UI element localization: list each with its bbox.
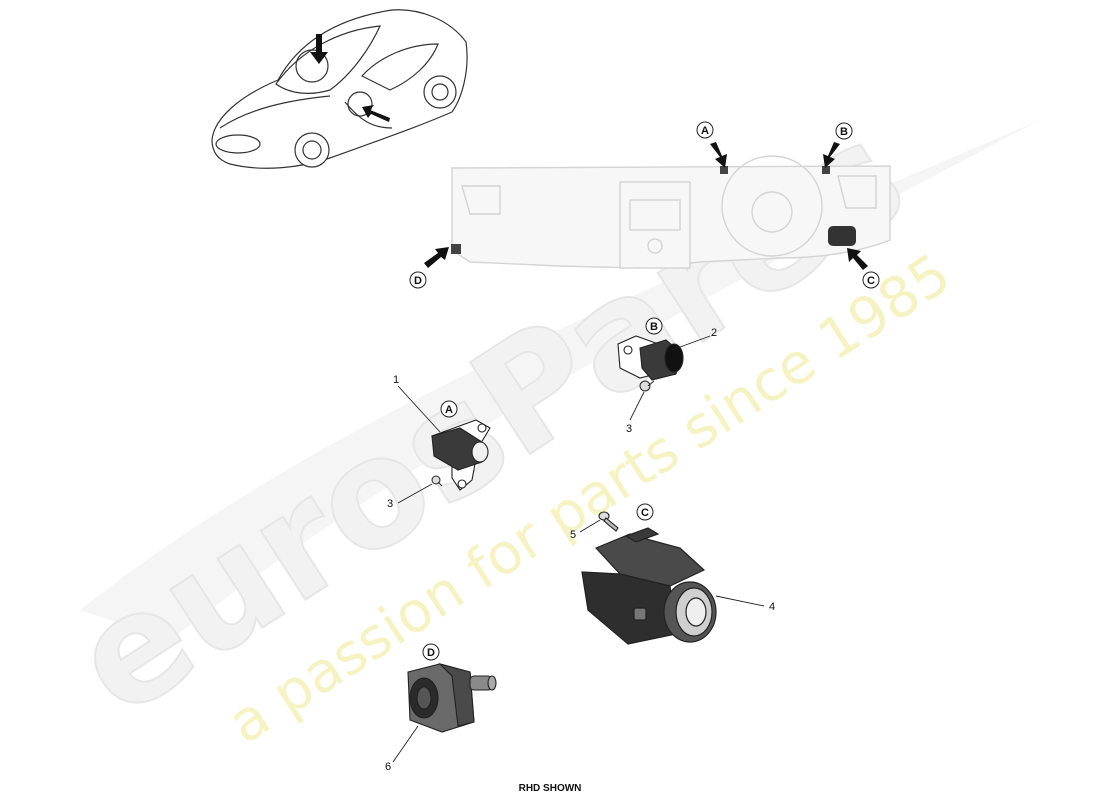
marker-b-part-label: B [650,321,658,333]
part-3b-screw [639,380,655,392]
leader-4 [715,595,765,607]
dashboard-right-vent [837,175,877,209]
car-bonnet-line [219,95,331,129]
part-2-switch-bracket [617,335,684,381]
marker-c-part-label: C [641,507,649,519]
marker-c-part: C [636,503,654,521]
part-6-face-inner [416,686,432,710]
car-grille [215,134,261,154]
marker-d-top: D [409,271,427,289]
marker-b-top-label: B [840,126,848,138]
car-overview [211,9,468,169]
marker-a-top: A [696,121,714,139]
marker-b-part: B [645,317,663,335]
part-4-connector [624,527,660,543]
marker-d-top-label: D [414,275,422,287]
steering-wheel-ghost [721,155,823,257]
dashboard-switch-a [720,166,728,174]
marker-c-top-label: C [867,275,875,287]
callout-5: 5 [570,529,576,541]
car-side-window [361,43,439,91]
arrow-a-icon [710,142,727,168]
leader-3b [629,391,645,421]
dashboard-arrows [424,142,868,270]
part-2-bracket-hole [623,345,633,355]
part-6-shaft-end [487,675,497,691]
part-3b-screw-shank [647,380,655,387]
part-3a-screw-shank [437,481,443,487]
part-1-bracket-hole-top [477,423,487,433]
dashboard-switch-b [822,166,830,174]
car-door-switch-zone [347,91,373,117]
part-4-knob-centre [685,597,707,627]
dashboard-ghost [451,155,891,269]
marker-a-top-label: A [701,125,709,137]
callout-6: 6 [385,761,391,773]
callout-numbers: 1 2 3 3 4 5 6 [385,327,775,773]
marker-b-top: B [835,122,853,140]
diagram-caption: RHD SHOWN [518,783,582,794]
leader-3a [397,483,433,504]
arrow-d-icon [424,247,449,268]
dashboard-view-markers: A B C D [409,121,880,289]
arrow-c-icon [847,248,868,270]
arrow-down-icon [310,34,328,64]
car-front-hub [302,140,322,160]
marker-a-part: A [440,400,458,418]
part-6-switch-module [407,662,497,733]
callout-1: 1 [393,374,399,386]
marker-c-top: C [862,271,880,289]
part-2-switch-cap [664,343,684,373]
marker-d-part: D [422,643,440,661]
steering-wheel-hub [751,191,793,233]
dashboard-console-knob [647,238,663,254]
arrow-left-icon [362,105,390,122]
watermark-swoosh [80,120,1040,640]
part-5-screw-shank [603,517,619,532]
car-arrows [310,34,390,122]
part-1-switch-bracket [431,419,491,491]
car-interior-switch-zone [295,49,329,83]
callout-3-lower: 3 [387,498,393,510]
part-1-bracket-hole-bottom [457,479,467,489]
part-3a-screw [431,475,443,487]
leader-5 [579,519,601,533]
leader-6 [392,725,419,763]
callout-2: 2 [711,327,717,339]
car-rear-hub [431,83,449,101]
part-4-button [633,607,647,621]
arrow-b-icon [823,142,840,168]
part-1-switch-cap [471,441,489,463]
marker-d-part-label: D [427,647,435,659]
dashboard-left-vent [461,185,501,215]
part-5-screw [598,511,619,532]
part-3b-screw-head [639,380,651,392]
marker-a-part-label: A [445,404,453,416]
leader-lines [392,335,765,763]
part-6-body-side [438,662,475,727]
part-4-rotary-switch [581,527,717,645]
leader-1 [397,385,441,433]
callout-4: 4 [769,601,775,613]
car-windscreen [275,25,381,94]
dashboard-switch-c [828,226,856,246]
dashboard-console-panel [629,199,681,231]
leader-2 [671,335,711,351]
callout-3-upper: 3 [626,423,632,435]
dashboard-switch-d [451,244,461,254]
